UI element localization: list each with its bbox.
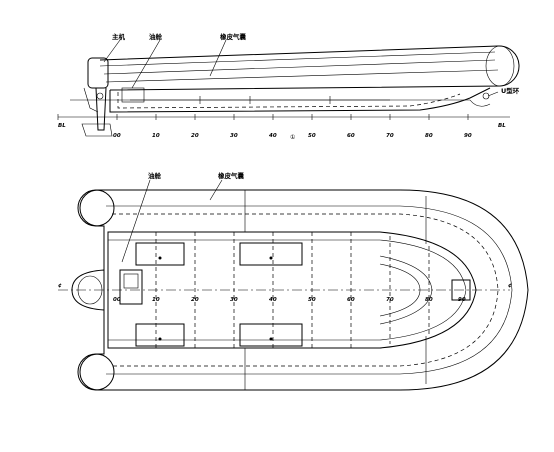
plan-station-label: 40 (269, 297, 277, 303)
side-fuel-tank (121, 87, 145, 103)
label-tow-eye: U型环 (501, 86, 520, 95)
plan-station-label: 30 (230, 297, 238, 303)
plan-station-label: 80 (425, 297, 433, 303)
label-air-tube: 橡皮气囊 (220, 32, 247, 41)
bl-left: BL (58, 123, 66, 129)
side-station-label: 20 (191, 133, 199, 139)
plan-bow-locker (451, 279, 471, 301)
side-stations: 00 10 20 30 40 50 60 70 80 90 (113, 114, 472, 139)
plan-station-label: 90 (458, 297, 466, 303)
bl-right: BL (498, 123, 506, 129)
plan-label-fuel-tank: 油舱 (148, 171, 162, 180)
side-station-label: 90 (464, 133, 472, 139)
side-station-label: 30 (230, 133, 238, 139)
cl-left: ¢ (58, 283, 62, 289)
label-engine: 主机 (112, 32, 126, 41)
side-station-label: 40 (269, 133, 277, 139)
side-station-label: 80 (425, 133, 433, 139)
label-fuel-tank: 油舱 (149, 32, 163, 41)
hatch (239, 323, 303, 347)
hatch (239, 242, 303, 266)
side-view: 主机 油舱 橡皮气囊 U型环 BL BL ① 00 10 20 30 40 50… (57, 32, 520, 141)
hatch (135, 242, 185, 266)
plan-stations: 00 10 20 30 40 50 60 70 80 90 (113, 297, 466, 303)
cl-right: ¢ (508, 283, 512, 289)
plan-station-label: 10 (152, 297, 160, 303)
plan-station-label: 20 (191, 297, 199, 303)
plan-fuel-tank (119, 269, 143, 305)
side-station-label: 00 (113, 133, 121, 139)
side-station-label: 60 (347, 133, 355, 139)
plan-station-lines (155, 232, 430, 348)
side-tow-eye (469, 92, 491, 107)
side-air-tube (99, 45, 520, 91)
plan-station-label: 50 (308, 297, 316, 303)
plan-station-label: 70 (386, 297, 394, 303)
side-station-label: 70 (386, 133, 394, 139)
hatch (135, 323, 185, 347)
side-outboard-engine (81, 57, 113, 137)
side-hull (109, 87, 491, 113)
side-station-label: 50 (308, 133, 316, 139)
mark-circle: ① (290, 134, 295, 141)
plan-view: 油舱 橡皮气囊 ¢ ¢ 00 10 20 30 40 50 60 70 80 9… (58, 171, 529, 391)
side-station-label: 10 (152, 133, 160, 139)
plan-label-air-tube: 橡皮气囊 (218, 171, 245, 180)
plan-station-label: 60 (347, 297, 355, 303)
plan-station-label: 00 (113, 297, 121, 303)
